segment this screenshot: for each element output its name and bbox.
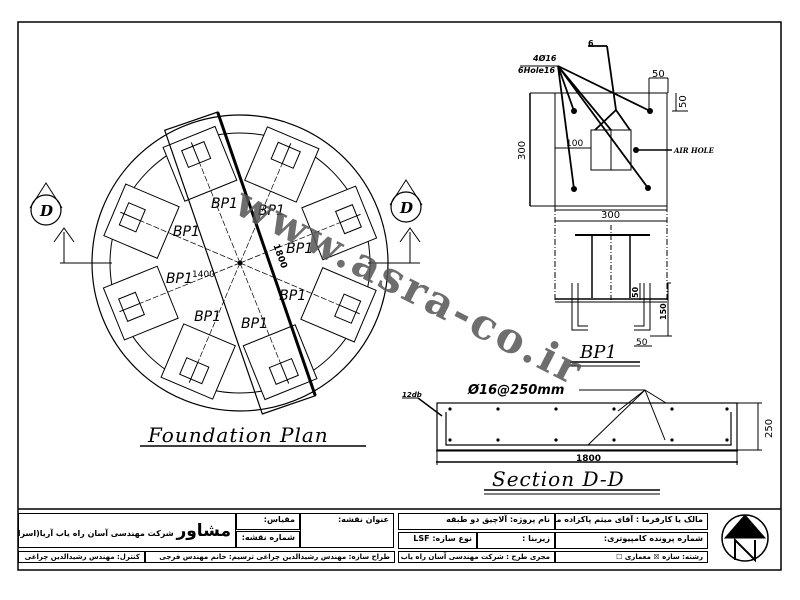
rebar-dot [670, 438, 674, 442]
consultant-cell: مشاور شرکت مهندسی آسان راه یاب آریا(اسرا… [18, 513, 236, 548]
pad-label: BP1 [211, 196, 238, 212]
rebar-dot [554, 407, 558, 411]
pad-label: BP1 [286, 241, 313, 257]
dim-plate-width: 300 [601, 210, 620, 221]
drawing-frame [17, 21, 782, 571]
section-marker-left [29, 182, 75, 263]
air-hole-label: AIR HOLE [673, 146, 715, 155]
sheet-number-cell: شماره نقشه: [236, 531, 300, 548]
rebar-dot [496, 407, 500, 411]
executor-cell: مجری طرح : شرکت مهندسی آسان راه یاب آریا… [398, 551, 555, 563]
consultant-big: مشاور [176, 521, 231, 541]
dim-edge-top: 50 [652, 69, 665, 80]
bp1-title: BP1 [579, 342, 617, 363]
dim-diameter: 1400 [192, 270, 215, 280]
holes-label: 6Hole16 [518, 66, 555, 75]
pad-label: BP1 [166, 271, 193, 287]
rebar-dot [448, 407, 452, 411]
rebar-dot [725, 407, 729, 411]
project-name-cell: نام پروژه: آلاچیق دو طبقه [398, 513, 555, 530]
bars-label: 4Ø16 [532, 53, 557, 63]
rebar-dot [670, 407, 674, 411]
control-cell: کنترل: مهندس رشیدالدین چراغی [18, 551, 145, 563]
pad-bp1 [162, 125, 241, 264]
discipline-cell: رشته: سازه ☒ معماری ☐ [555, 551, 708, 563]
section-marker-right [389, 179, 423, 263]
pad-label: BP1 [173, 224, 200, 240]
section-marker-label-right: D [399, 199, 413, 217]
rebar-dot [725, 438, 729, 442]
computer-file-cell: شماره پرونده کامپیوتری: [555, 532, 708, 549]
pad-label: BP1 [258, 203, 285, 219]
dim-section-height: 250 [764, 419, 775, 438]
dim-embed: 150 [659, 303, 668, 320]
pad-bp1 [102, 262, 241, 341]
rebar-dot [612, 407, 616, 411]
pad-label: BP1 [194, 309, 221, 325]
section-d-d [402, 389, 762, 465]
dim-section-width: 1800 [576, 454, 601, 464]
dim-edge-side: 50 [678, 95, 689, 108]
pad-label: BP1 [279, 288, 306, 304]
section-title: Section D-D [492, 467, 625, 491]
rebar-dot [448, 438, 452, 442]
bp1-detail [520, 45, 688, 347]
rebar-dot [496, 438, 500, 442]
plan-title: Foundation Plan [147, 423, 329, 447]
sheet-title-cell: عنوان نقشه: [300, 513, 394, 548]
designer-cell: طراح سازه: مهندس رشیدالدین چراغی ترسیم: … [145, 551, 395, 563]
rebar-dot [554, 438, 558, 442]
dim-inner: 100 [566, 139, 583, 149]
dim-small: 50 [631, 286, 640, 298]
pad-bp1 [103, 183, 241, 264]
north-arrow-icon [721, 514, 769, 563]
scale-cell: مقیاس: [236, 513, 300, 530]
weld-symbol: 6 [588, 39, 594, 48]
structure-type-cell: نوع سازه: LSF [398, 532, 477, 549]
pad-bp1 [239, 262, 377, 343]
pad-label: BP1 [241, 316, 268, 332]
rebar-dot [612, 438, 616, 442]
pad-bp1 [239, 126, 320, 264]
dim-plate-height: 300 [517, 141, 528, 160]
consultant-name: شرکت مهندسی آسان راه یاب آریا(اسراکو) [18, 529, 174, 538]
owner-cell: مالک یا کارفرما : آقای میثم پاکزاده ماسو… [555, 513, 708, 530]
strip-footing [163, 111, 317, 415]
pad-bp1 [160, 262, 241, 400]
section-marker-label-left: D [39, 202, 53, 220]
pad-bp1 [239, 185, 378, 264]
dim-bottom: 50 [636, 338, 648, 348]
area-cell: زیربنا : [477, 532, 555, 549]
hook-label: 12db [402, 391, 422, 399]
foundation-plan [60, 111, 420, 415]
rebar-label: Ø16@250mm [467, 383, 564, 398]
